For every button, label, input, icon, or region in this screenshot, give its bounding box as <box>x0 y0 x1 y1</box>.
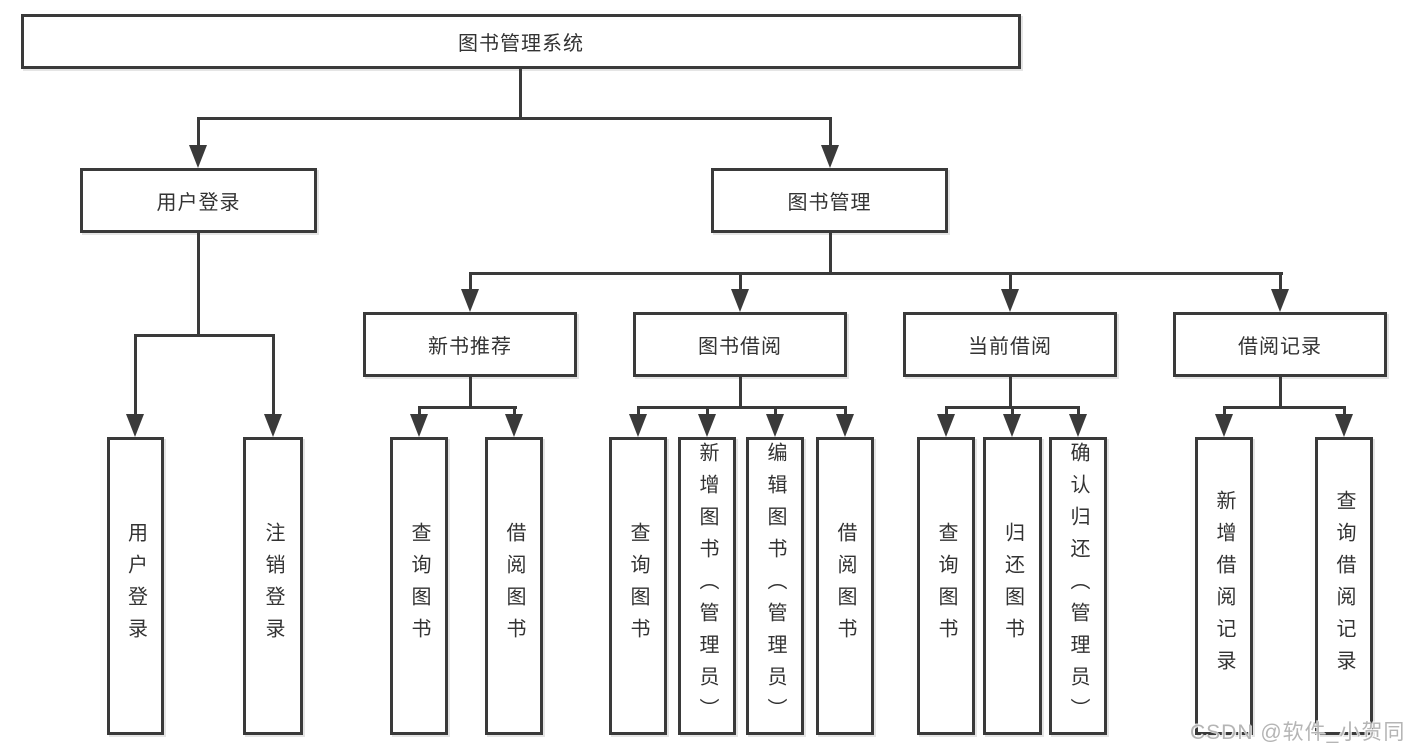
node-user-login: 用户登录 <box>80 168 317 233</box>
node-user-login-label: 用户登录 <box>156 192 241 214</box>
arrow-down-icon <box>766 414 784 437</box>
connector-line <box>1223 406 1226 416</box>
node-add-borrow-record-label: 新增借阅记录 <box>1213 490 1235 682</box>
arrow-down-icon <box>937 414 955 437</box>
node-edit-books-admin: 编辑图书（管理员） <box>746 437 804 735</box>
node-borrow-books-recommend-label: 借阅图书 <box>503 522 525 650</box>
csdn-watermark: CSDN @软件_小贺同学 <box>1190 721 1405 744</box>
arrow-down-icon <box>1069 414 1087 437</box>
arrow-down-icon <box>505 414 523 437</box>
arrow-down-icon <box>731 289 749 312</box>
node-borrowing-records: 借阅记录 <box>1173 312 1387 377</box>
connector-line <box>1009 272 1012 292</box>
node-borrow-books: 借阅图书 <box>816 437 874 735</box>
arrow-down-icon <box>1003 414 1021 437</box>
node-book-borrowing-label: 图书借阅 <box>698 336 782 358</box>
node-new-book-recommendation-label: 新书推荐 <box>428 336 512 358</box>
arrow-down-icon <box>410 414 428 437</box>
connector-line <box>1343 406 1346 416</box>
connector-line <box>134 334 275 337</box>
node-query-books-borrow: 查询图书 <box>609 437 667 735</box>
node-return-books-label: 归还图书 <box>1001 522 1024 650</box>
connector-line <box>418 406 517 409</box>
connector-line <box>272 334 275 416</box>
node-new-book-recommendation: 新书推荐 <box>363 312 577 377</box>
connector-line <box>197 117 832 120</box>
connector-line <box>706 406 709 416</box>
node-user-login-leaf-label: 用户登录 <box>124 522 147 650</box>
arrow-down-icon <box>1215 414 1233 437</box>
connector-line <box>1011 406 1014 416</box>
connector-line <box>519 69 522 119</box>
node-return-books: 归还图书 <box>983 437 1042 735</box>
arrow-down-icon <box>264 414 282 437</box>
connector-line <box>418 406 421 416</box>
connector-line <box>1077 406 1080 416</box>
connector-line <box>469 272 472 292</box>
connector-line <box>739 272 742 292</box>
connector-line <box>945 406 948 416</box>
connector-line <box>739 377 742 409</box>
connector-line <box>774 406 777 416</box>
node-book-management-label: 图书管理 <box>787 192 872 214</box>
arrow-down-icon <box>629 414 647 437</box>
node-borrow-books-label: 借阅图书 <box>834 522 856 650</box>
connector-line <box>1279 272 1282 292</box>
connector-line <box>829 233 832 275</box>
node-borrow-books-recommend: 借阅图书 <box>485 437 543 735</box>
arrow-down-icon <box>698 414 716 437</box>
arrow-down-icon <box>189 145 207 168</box>
arrow-down-icon <box>1271 289 1289 312</box>
node-query-books-borrow-label: 查询图书 <box>627 522 649 650</box>
node-logout-label: 注销登录 <box>262 522 284 650</box>
node-edit-books-admin-label: 编辑图书（管理员） <box>764 442 786 730</box>
node-query-borrow-record-label: 查询借阅记录 <box>1333 490 1355 682</box>
node-borrowing-records-label: 借阅记录 <box>1238 336 1322 358</box>
connector-line <box>469 377 472 409</box>
node-query-borrow-record: 查询借阅记录 <box>1315 437 1373 735</box>
node-add-books-admin-label: 新增图书（管理员） <box>696 442 718 730</box>
node-library-system: 图书管理系统 <box>21 14 1021 69</box>
node-query-books-current-label: 查询图书 <box>935 522 957 650</box>
arrow-down-icon <box>1001 289 1019 312</box>
connector-line <box>1223 406 1346 409</box>
connector-line <box>197 117 200 147</box>
node-query-books-recommend-label: 查询图书 <box>408 522 430 650</box>
node-add-books-admin: 新增图书（管理员） <box>678 437 736 735</box>
node-logout: 注销登录 <box>243 437 303 735</box>
connector-line <box>1279 377 1282 409</box>
node-query-books-recommend: 查询图书 <box>390 437 448 735</box>
connector-line <box>1009 377 1012 409</box>
node-confirm-return-admin: 确认归还（管理员） <box>1049 437 1107 735</box>
node-add-borrow-record: 新增借阅记录 <box>1195 437 1253 735</box>
connector-line <box>844 406 847 416</box>
connector-line <box>829 117 832 147</box>
node-current-borrowing: 当前借阅 <box>903 312 1117 377</box>
node-query-books-current: 查询图书 <box>917 437 975 735</box>
connector-line <box>637 406 640 416</box>
node-book-management: 图书管理 <box>711 168 948 233</box>
arrow-down-icon <box>821 145 839 168</box>
connector-line <box>513 406 516 416</box>
arrow-down-icon <box>461 289 479 312</box>
connector-line <box>134 334 137 416</box>
arrow-down-icon <box>836 414 854 437</box>
connector-line <box>197 233 200 337</box>
node-current-borrowing-label: 当前借阅 <box>968 336 1052 358</box>
node-user-login-leaf: 用户登录 <box>107 437 164 735</box>
connector-line <box>469 272 1283 275</box>
connector-line <box>637 406 847 409</box>
node-book-borrowing: 图书借阅 <box>633 312 847 377</box>
node-confirm-return-admin-label: 确认归还（管理员） <box>1067 442 1089 730</box>
node-library-system-label: 图书管理系统 <box>458 33 584 55</box>
arrow-down-icon <box>1335 414 1353 437</box>
arrow-down-icon <box>126 414 144 437</box>
